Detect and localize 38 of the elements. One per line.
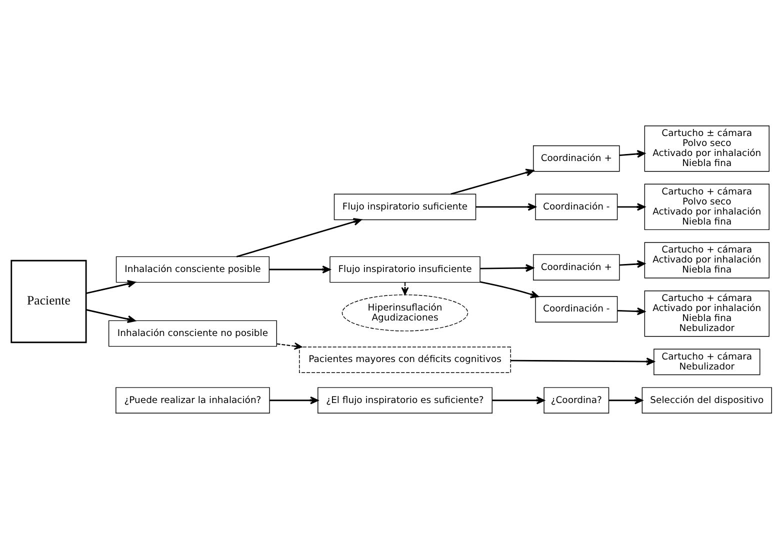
arrow — [492, 396, 545, 404]
arrow — [480, 281, 539, 298]
arrow — [269, 266, 331, 274]
node-ellipse: Hiperinsuflación Agudizaciones — [342, 294, 468, 332]
arrow — [618, 203, 646, 211]
node-box: Coordinación + — [533, 254, 620, 281]
node-box: Coordinación + — [533, 145, 620, 172]
arrow — [401, 282, 409, 296]
node-box: Cartucho + cámara Activado por inhalación Niebla fina — [644, 242, 770, 278]
node-box: Cartucho ± cámara Polvo seco Activado por inhalación Niebla fina — [644, 126, 770, 172]
arrow — [270, 396, 318, 404]
node-box: Paciente — [10, 260, 87, 344]
arrow — [609, 396, 643, 404]
node-box: ¿Coordina? — [544, 387, 610, 414]
node-box: Coordinación - — [535, 194, 618, 220]
node-box: ¿El flujo inspiratorio es suficiente? — [318, 387, 492, 414]
node-box: Cartucho + cámara Activado por inhalación Niebla fina Nebulizador — [644, 290, 770, 337]
node-box: Inhalación consciente no posible — [108, 320, 277, 347]
arrow — [480, 264, 534, 272]
node-box: Inhalación consciente posible — [116, 256, 270, 283]
arrow — [276, 342, 302, 350]
node-box: Flujo inspiratorio insuficiente — [330, 256, 480, 283]
arrow — [618, 307, 646, 316]
arrow — [620, 260, 646, 268]
node-box: Pacientes mayores con déficits cognitivos — [299, 346, 511, 373]
node-box: Cartucho + cámara Nebulizador — [654, 348, 760, 376]
node-box: Cartucho + cámara Polvo seco Activado por inhalación Niebla fina — [644, 184, 770, 230]
arrow — [86, 309, 136, 323]
node-box: ¿Puede realizar la inhalación? — [116, 387, 270, 414]
node-box: Coordinación - — [535, 296, 618, 322]
arrow — [236, 218, 362, 258]
node-box: Selección del dispositivo — [642, 387, 772, 414]
arrow — [450, 168, 534, 195]
node-box: Flujo inspiratorio suficiente — [334, 194, 476, 220]
arrow — [86, 280, 136, 294]
arrow — [510, 358, 655, 366]
arrow — [620, 150, 646, 158]
arrow — [476, 203, 536, 211]
